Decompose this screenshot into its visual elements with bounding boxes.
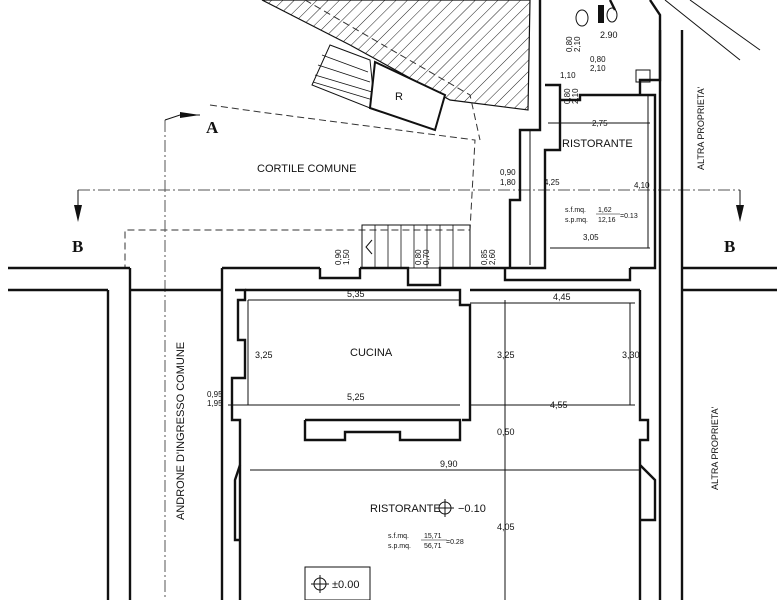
wc-fixtures xyxy=(575,5,651,83)
svg-text:4,55: 4,55 xyxy=(550,400,568,410)
svg-text:5,35: 5,35 xyxy=(347,289,365,299)
svg-text:5,25: 5,25 xyxy=(347,392,365,402)
section-line-a: A xyxy=(164,112,219,600)
svg-text:s.p.mq.: s.p.mq. xyxy=(388,543,411,550)
svg-text:4,05: 4,05 xyxy=(497,522,515,532)
svg-text:s.p.mq.: s.p.mq. xyxy=(565,217,588,224)
svg-text:2,10: 2,10 xyxy=(571,88,580,104)
ratio-main: s.f.mq. 15,71 s.p.mq. 56,71 =0.28 xyxy=(388,533,464,550)
kitchen-walls xyxy=(230,266,510,600)
svg-text:=0.13: =0.13 xyxy=(620,213,638,220)
level-main-label: −0.10 xyxy=(458,503,486,515)
svg-text:0,90: 0,90 xyxy=(334,249,343,265)
svg-text:0,80: 0,80 xyxy=(414,249,423,265)
hatched-area xyxy=(261,0,531,111)
svg-text:4,45: 4,45 xyxy=(553,292,571,302)
svg-text:2,10: 2,10 xyxy=(590,64,606,73)
svg-text:s.f.mq.: s.f.mq. xyxy=(388,533,409,540)
svg-text:3,30: 3,30 xyxy=(622,350,640,360)
r-room-label: R xyxy=(395,91,403,103)
svg-text:3,25: 3,25 xyxy=(497,350,515,360)
cortile-outline xyxy=(124,0,481,268)
left-walls xyxy=(8,266,320,600)
svg-text:56,71: 56,71 xyxy=(424,543,442,550)
altra-top-label: ALTRA PROPRIETA' xyxy=(696,86,706,170)
svg-text:0,80: 0,80 xyxy=(590,55,606,64)
dimension-lines xyxy=(228,95,650,600)
svg-text:0,85: 0,85 xyxy=(480,249,489,265)
svg-text:0,80: 0,80 xyxy=(563,88,572,104)
svg-text:2.90: 2.90 xyxy=(600,30,618,40)
ristorante-main-label: RISTORANTE xyxy=(370,503,441,515)
svg-text:0,90: 0,90 xyxy=(500,168,516,177)
section-b-left-label: B xyxy=(72,237,83,256)
svg-text:1,95: 1,95 xyxy=(207,399,223,408)
svg-text:9,90: 9,90 xyxy=(440,459,458,469)
level-marker-main xyxy=(436,499,454,517)
svg-text:1,62: 1,62 xyxy=(598,207,612,214)
androne-label: ANDRONE D'INGRESSO COMUNE xyxy=(175,342,187,520)
level-marker-zero xyxy=(304,566,371,600)
altra-bottom-label: ALTRA PROPRIETA' xyxy=(710,406,720,490)
svg-text:4,25: 4,25 xyxy=(544,178,560,187)
svg-text:3,25: 3,25 xyxy=(255,350,273,360)
svg-text:1,50: 1,50 xyxy=(342,249,351,265)
svg-text:0,70: 0,70 xyxy=(422,249,431,265)
dimension-texts: 2.90 0,80 2,10 0,80 2,10 1,10 0,80 2,10 … xyxy=(207,30,650,532)
svg-text:12,16: 12,16 xyxy=(598,217,616,224)
level-zero-label: ±0.00 xyxy=(332,579,359,591)
cucina-label: CUCINA xyxy=(350,347,393,359)
svg-text:1,10: 1,10 xyxy=(560,71,576,80)
svg-text:15,71: 15,71 xyxy=(424,533,442,540)
svg-text:2,10: 2,10 xyxy=(573,36,582,52)
svg-text:=0.28: =0.28 xyxy=(446,539,464,546)
ratio-top: s.f.mq. 1,62 s.p.mq. 12,16 =0.13 xyxy=(565,207,638,224)
section-b-right-label: B xyxy=(724,237,735,256)
svg-text:2,75: 2,75 xyxy=(592,119,608,128)
svg-text:0,80: 0,80 xyxy=(565,36,574,52)
svg-text:4,10: 4,10 xyxy=(634,181,650,190)
right-walls xyxy=(470,0,777,600)
section-a-label: A xyxy=(206,118,219,137)
ristorante-top-label: RISTORANTE xyxy=(562,138,633,150)
cortile-label: CORTILE COMUNE xyxy=(257,163,356,175)
section-line-b: B B xyxy=(72,189,744,256)
lower-stair xyxy=(361,224,471,269)
svg-text:0,50: 0,50 xyxy=(497,427,515,437)
upper-stair xyxy=(311,44,376,111)
svg-text:1,80: 1,80 xyxy=(500,178,516,187)
r-room: R xyxy=(368,60,447,132)
svg-text:3,05: 3,05 xyxy=(583,233,599,242)
svg-text:s.f.mq.: s.f.mq. xyxy=(565,207,586,214)
svg-text:2,60: 2,60 xyxy=(488,249,497,265)
svg-text:0,95: 0,95 xyxy=(207,390,223,399)
